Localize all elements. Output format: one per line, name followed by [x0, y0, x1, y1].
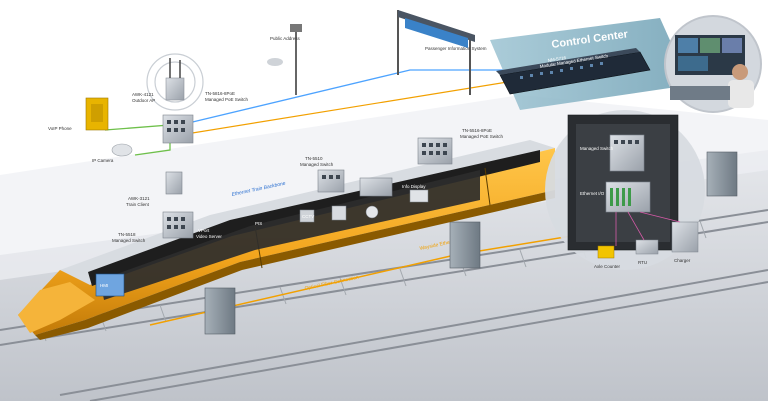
public-address-pole	[267, 24, 302, 95]
awk-outdoor-ap[interactable]	[146, 53, 204, 111]
onboard-tn5516-switch[interactable]	[417, 137, 453, 165]
signal-wires	[615, 211, 681, 246]
pis-label: PIS	[255, 221, 262, 226]
box-switch-label: Managed Switch	[580, 146, 614, 151]
box-managed-switch[interactable]	[609, 134, 645, 172]
charger-label: Charger	[674, 258, 691, 263]
axle-counter[interactable]	[597, 245, 615, 259]
tn5516-sublabel: Managed PoE Switch	[460, 134, 504, 139]
awk-outdoor-label: AWK-4121	[132, 92, 154, 97]
monitor-screen-3	[722, 38, 742, 53]
axle-counter-label: Axle Counter	[594, 264, 621, 269]
onboard-tn5518-switch[interactable]	[162, 211, 194, 239]
voip-phone[interactable]	[85, 97, 109, 131]
tn5516-label: TN-5516-8PoE	[462, 128, 492, 133]
wayside-cabinet-left[interactable]	[204, 287, 236, 335]
rtu-unit[interactable]	[635, 239, 659, 255]
operator-head	[732, 64, 748, 80]
monitor-screen-4	[678, 56, 708, 71]
onboard-tn5510-switch[interactable]	[317, 169, 345, 193]
tn5510-label: TN-5510	[305, 156, 323, 161]
cctv-label: CCTV	[302, 214, 314, 219]
charger-unit[interactable]	[671, 221, 699, 253]
onboard-cctv[interactable]	[365, 205, 379, 219]
rack-ports	[520, 62, 603, 79]
monitor-screen-2	[700, 38, 720, 53]
operator-desk	[670, 86, 730, 100]
nm-rack-switch-top	[496, 48, 640, 75]
monitor-screen-1	[678, 38, 698, 53]
onboard-hmi-display[interactable]	[95, 273, 125, 297]
awk-train-label: AWK-3121	[128, 196, 150, 201]
wayside-cabinet-right[interactable]	[706, 151, 738, 197]
nm-switch-label: NM-5716	[547, 55, 567, 63]
backbone-line-upper	[179, 69, 520, 126]
vport-label: VPort	[198, 228, 210, 233]
hmi-label: HMI	[100, 283, 108, 288]
onboard-vport[interactable]	[299, 209, 315, 223]
wayside-cabinet-middle[interactable]	[449, 221, 481, 269]
vport-sublabel: Video Server	[196, 234, 222, 239]
ip-camera[interactable]	[111, 143, 133, 157]
public-address-label: Public Address	[270, 36, 301, 41]
operator-body	[728, 80, 754, 108]
train-cutaway-interior	[100, 170, 480, 300]
info-display-label: Info Display	[402, 184, 426, 189]
tn-poe-switch-label: TN-5816-8PoE	[205, 91, 235, 96]
tn5518-label: TN-5518	[118, 232, 136, 237]
voip-phone-label: VoIP Phone	[48, 126, 72, 131]
onboard-info-display[interactable]	[409, 189, 429, 203]
tn-poe-switch-wayside[interactable]	[162, 114, 194, 144]
awk-train-sublabel: Train Client	[126, 202, 150, 207]
onboard-pis[interactable]	[331, 205, 347, 221]
onboard-eds-switch[interactable]	[359, 177, 393, 197]
ip-camera-label: IP Camera	[92, 158, 114, 163]
tn5510-sublabel: Managed Switch	[300, 162, 334, 167]
awk-train-client[interactable]	[165, 171, 183, 195]
tn-poe-switch-sublabel: Managed PoE Switch	[205, 97, 249, 102]
passenger-info-gantry	[397, 10, 475, 95]
rtu-label: RTU	[638, 260, 647, 265]
tn5518-sublabel: Managed Switch	[112, 238, 146, 243]
passenger-info-label: Passenger Information System	[425, 46, 487, 51]
ethernet-io-label: Ethernet I/O	[580, 191, 605, 196]
box-ethernet-io[interactable]	[605, 181, 651, 213]
awk-outdoor-sublabel: Outdoor AP	[132, 98, 155, 103]
